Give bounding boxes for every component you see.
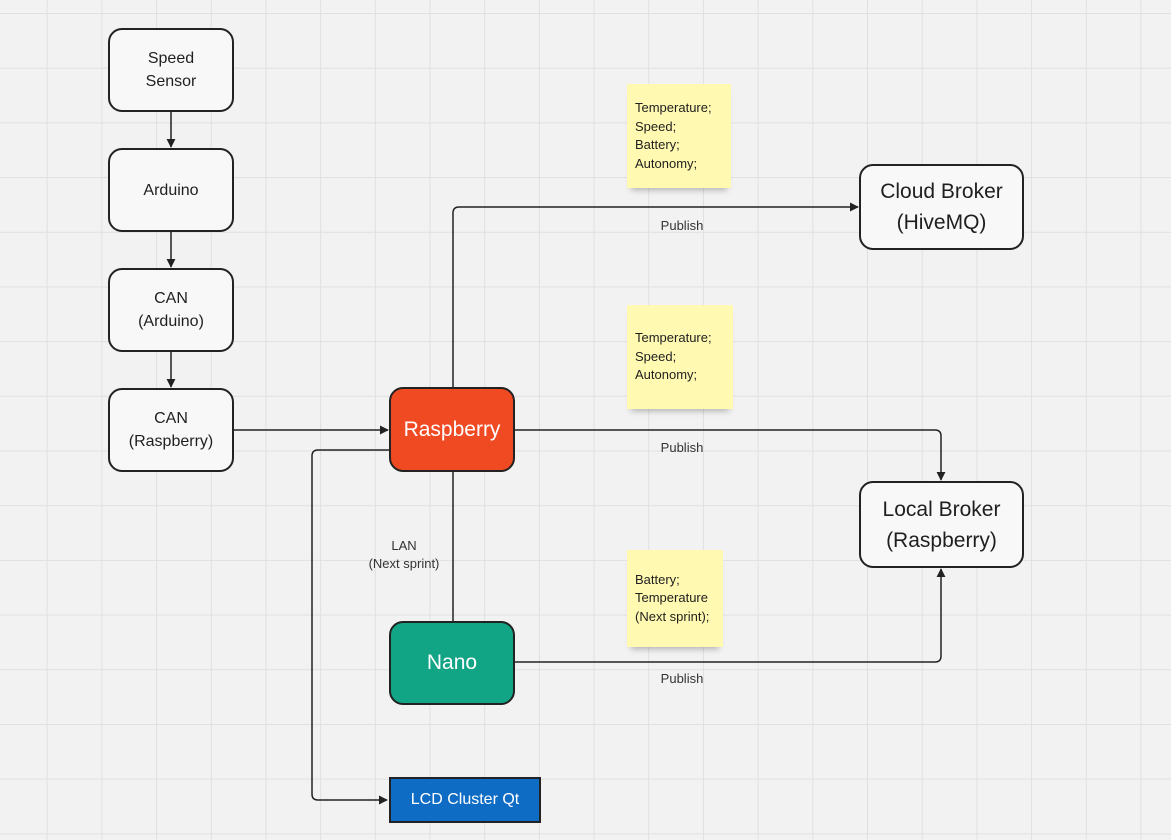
nano-payload-line-3: (Next sprint); [635,608,710,624]
publish-nano-label: Publish [660,671,704,686]
cloud-payload-line-1: Temperature; [635,100,712,115]
local-payload-line-3: Autonomy; [635,367,698,383]
raspberry-label: Raspberry [403,417,501,441]
speed-sensor-node[interactable]: Speed Sensor [108,28,234,112]
lcd-cluster-node[interactable]: LCD Cluster Qt [389,777,541,823]
cloud-payload-line-4: Autonomy; [635,155,698,171]
can-raspberry-node[interactable]: CAN (Raspberry) [108,388,234,472]
nano-label: Nano [426,651,478,674]
cloud-payload-line-2: Speed; [635,118,677,134]
nano-payload-note[interactable]: Battery; Temperature (Next sprint); [627,550,723,647]
can-arduino-line-1: CAN [154,290,188,307]
nano-payload-line-1: Battery; [635,571,680,587]
lan-label: LAN (Next sprint) [362,537,446,573]
arrow-raspberry-to-local-broker [515,429,946,481]
can-raspberry-line-2: (Raspberry) [128,433,214,450]
lan-label-line-1: LAN [391,538,417,553]
local-payload-line-2: Speed; [635,348,677,364]
can-arduino-node[interactable]: CAN (Arduino) [108,268,234,352]
can-raspberry-line-1: CAN [154,410,188,427]
raspberry-node[interactable]: Raspberry [389,387,515,472]
arrow-nano-to-local-broker [515,568,946,663]
cloud-broker-line-2: (HiveMQ) [896,211,987,234]
cloud-payload-note[interactable]: Temperature; Speed; Battery; Autonomy; [627,84,731,188]
cloud-payload-line-3: Battery; [635,137,680,152]
arduino-node[interactable]: Arduino [108,148,234,232]
local-broker-line-1: Local Broker [882,497,1001,521]
nano-payload-line-2: Temperature [635,590,708,606]
speed-sensor-line-1: Speed [147,50,195,67]
local-payload-line-1: Temperature; [635,330,712,346]
publish-local-label: Publish [660,440,704,455]
local-broker-line-2: (Raspberry) [886,528,997,552]
cloud-broker-node[interactable]: Cloud Broker (HiveMQ) [859,164,1024,250]
arrow-raspberry-to-cloud-broker [452,202,859,387]
publish-cloud-label: Publish [660,218,704,233]
local-broker-node[interactable]: Local Broker (Raspberry) [859,481,1024,568]
arrow-raspberry-to-lcd-cluster [311,449,389,805]
can-arduino-line-2: (Arduino) [138,313,204,330]
nano-node[interactable]: Nano [389,621,515,705]
cloud-broker-line-1: Cloud Broker [880,180,1003,203]
speed-sensor-line-2: Sensor [145,73,197,90]
arduino-label: Arduino [143,181,199,199]
lcd-cluster-label: LCD Cluster Qt [410,791,520,808]
lan-label-line-2: (Next sprint) [368,556,440,571]
local-payload-note[interactable]: Temperature; Speed; Autonomy; [627,305,733,409]
